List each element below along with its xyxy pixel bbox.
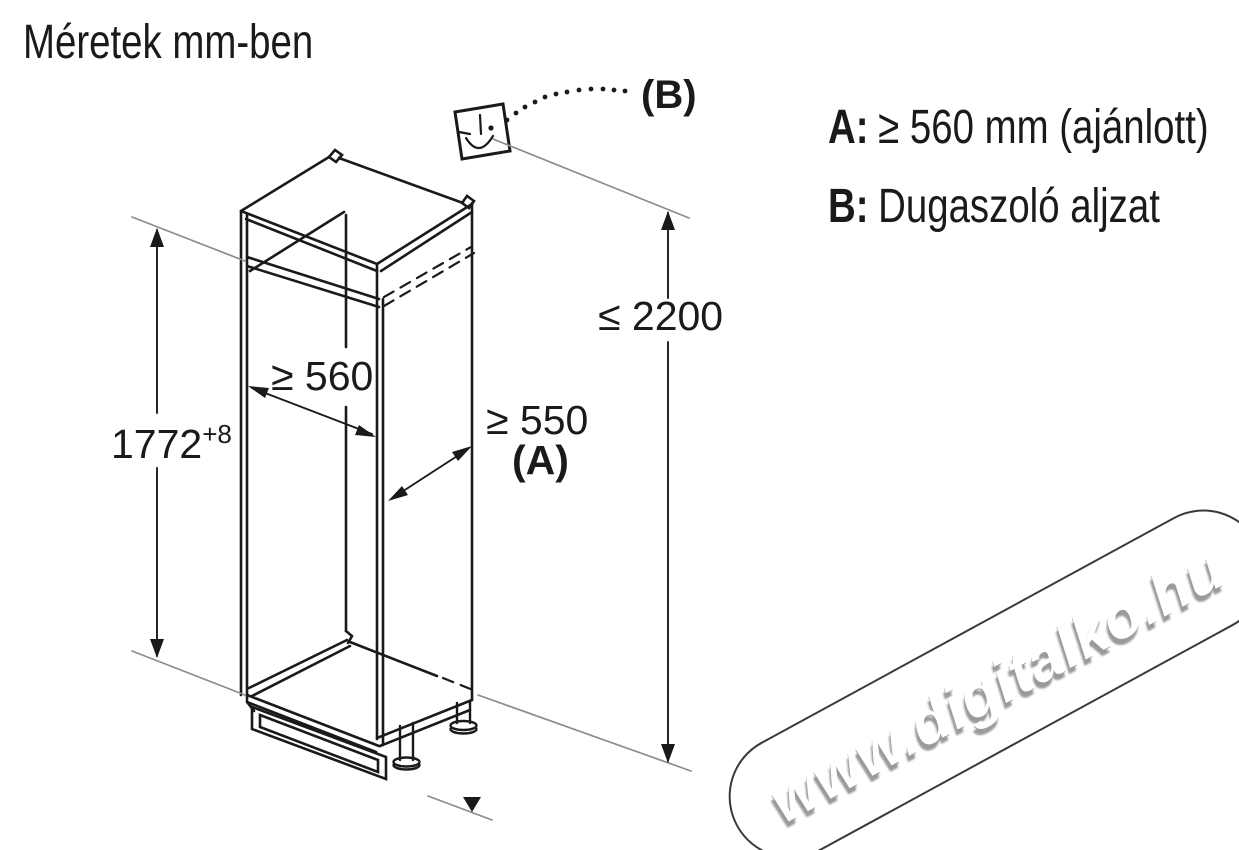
adjustable-feet [392,699,478,771]
socket-leader-dotted-line [504,86,628,123]
floor-level-triangle-icon [463,797,481,812]
dim-560 [248,386,376,437]
legend-key-a: A: [828,101,869,154]
legend-value-b: Dugaszoló aljzat [878,180,1160,233]
plinth [245,693,474,781]
floor-line-right [477,694,692,772]
legend-line-a: A:≥ 560 mm (ajánlott) [828,104,1209,152]
dim-550 [388,446,472,501]
socket-ref-B: (B) [641,73,697,117]
extension-lines [131,138,692,821]
cabinet-outline [239,148,476,747]
dim-1772 [150,228,164,658]
dim-label-niche-height: 1772+8 [111,419,232,467]
ext-line-socket [492,138,690,219]
dim-label-niche-width: ≥ 560 [271,353,374,399]
dim-label-max-height: ≤ 2200 [598,293,724,339]
floor-line-left [131,650,246,696]
dim-ref-A: (A) [512,437,569,483]
socket-icon [453,102,512,161]
legend-line-b: B:Dugaszoló aljzat [828,183,1160,231]
ext-line-niche-top [131,216,246,262]
legend-value-a: ≥ 560 mm (ajánlott) [878,101,1209,154]
tolerance-superscript: +8 [202,419,232,449]
floor-level-line [427,795,493,821]
legend-key-b: B: [828,180,869,233]
dim-2200 [661,211,675,763]
page-title: Méretek mm-ben [23,16,314,69]
niche-interior [245,210,480,698]
dim-label-niche-depth: ≥ 550 [486,397,589,443]
